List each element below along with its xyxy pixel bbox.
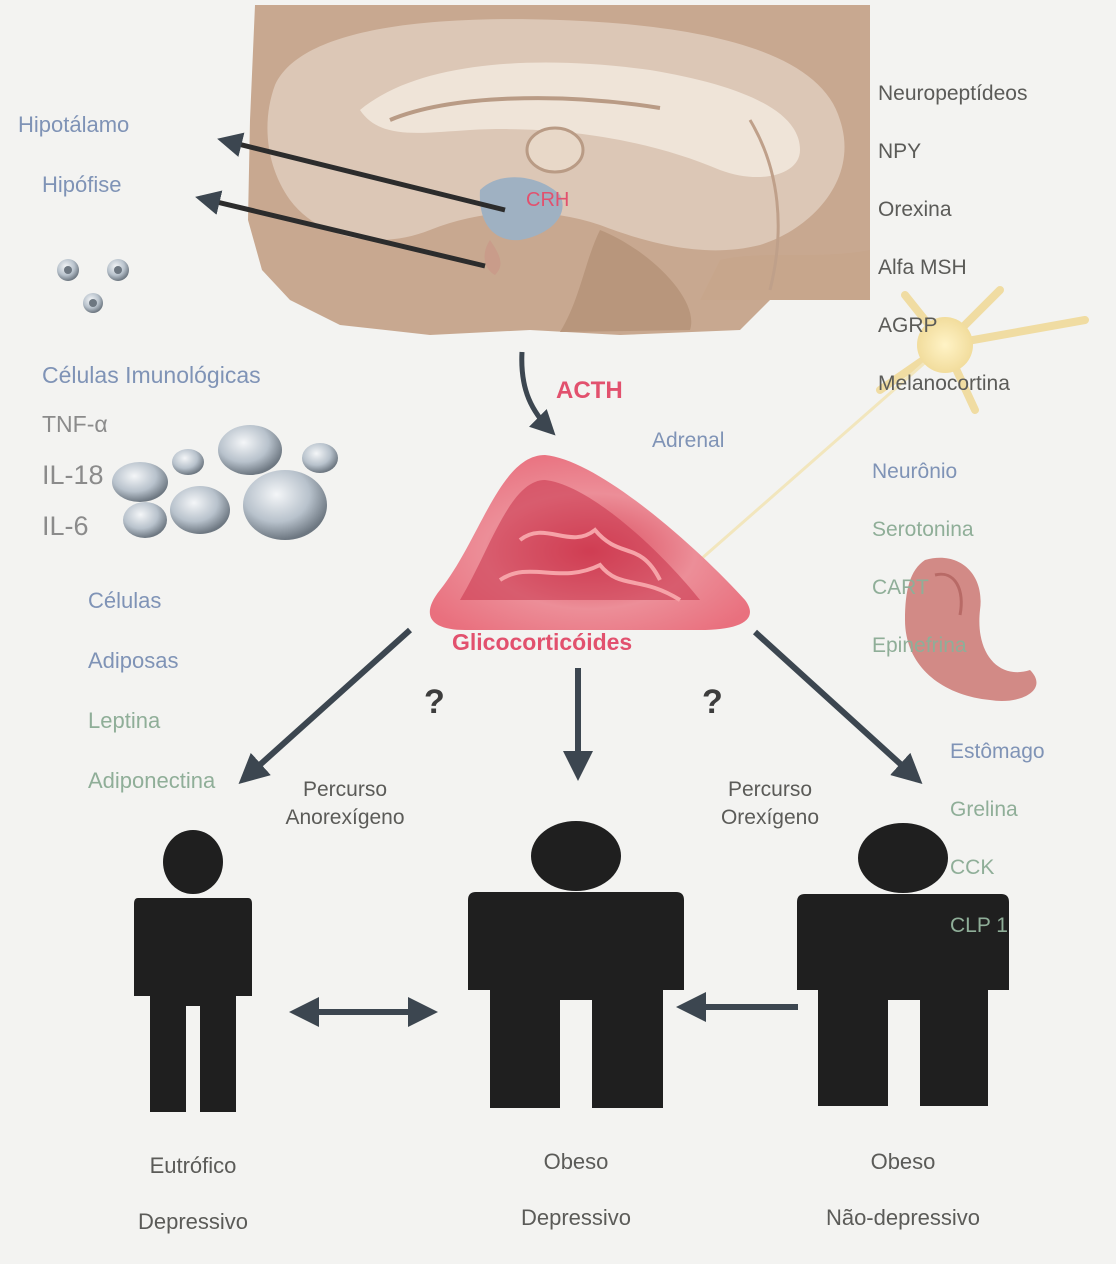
acth-arrow [522,352,552,432]
immune-item: IL-18 [42,459,261,491]
neuropeptide-item: AGRP [878,311,1027,340]
adipose-title-line1: Células [88,586,215,616]
person-caption-obese-nondepressed: Obeso Não-depressivo [788,1120,1018,1260]
person-caption-line1: Obeso [466,1148,686,1176]
immune-cells-title: Células Imunológicas [42,360,261,390]
adipose-item: Adiponectina [88,766,215,796]
adipose-item: Leptina [88,706,215,736]
acth-label: ACTH [556,376,623,405]
person-caption-line1: Obeso [788,1148,1018,1176]
person-caption-line2: Depressivo [466,1204,686,1232]
stomach-title: Estômago [950,737,1045,766]
anorexigenic-pathway-label: Percurso Anorexígeno [240,776,450,832]
person-caption-obese-depressed: Obeso Depressivo [466,1120,686,1260]
neuropeptides-title: Neuropeptídeos [878,79,1027,108]
adrenal-label: Adrenal [652,428,724,454]
pituitary-label: Hipófise [42,172,121,199]
neuropeptide-item: Melanocortina [878,369,1027,398]
question-mark-left: ? [424,682,445,723]
glucocorticoids-label: Glicocorticóides [452,628,632,656]
orexigenic-pathway-label: Percurso Orexígeno [670,776,870,832]
arrow-left-pathway [243,630,410,780]
stomach-item: CCK [950,853,1045,882]
stomach-list: Estômago Grelina CCK CLP 1 [950,708,1045,969]
person-caption-eutrophic: Eutrófico Depressivo [93,1124,293,1264]
neuron-item: CART [872,573,974,602]
question-mark-right: ? [702,682,723,723]
stomach-item: Grelina [950,795,1045,824]
person-caption-line2: Não-depressivo [788,1204,1018,1232]
stomach-item: CLP 1 [950,911,1045,940]
neuropeptide-item: Orexina [878,195,1027,224]
person-caption-line1: Eutrófico [93,1152,293,1180]
hypothalamus-label: Hipotálamo [18,112,129,139]
crh-label: CRH [526,188,569,212]
person-figure-obese-depressed [468,821,684,1108]
neuron-item: Serotonina [872,515,974,544]
neuropeptide-item: NPY [878,137,1027,166]
person-figure-eutrophic [134,830,252,1112]
immune-cells-list: Células Imunológicas TNF-α IL-18 IL-6 [42,340,261,562]
immune-item: TNF-α [42,409,261,439]
adrenal-gland-icon [430,455,750,630]
immune-item: IL-6 [42,510,261,542]
person-caption-line2: Depressivo [93,1208,293,1236]
neuron-item: Epinefrina [872,631,974,660]
adipose-list: Células Adiposas Leptina Adiponectina [88,556,215,826]
immune-cells-small-icon [57,259,129,313]
neuropeptides-list: Neuropeptídeos NPY Orexina Alfa MSH AGRP… [878,50,1027,427]
diagram-canvas: Hipotálamo Hipófise CRH Neuropeptídeos N… [0,0,1116,1184]
adipose-title-line2: Adiposas [88,646,215,676]
neuropeptide-item: Alfa MSH [878,253,1027,282]
neuron-title: Neurônio [872,457,974,486]
neuron-list: Neurônio Serotonina CART Epinefrina [872,428,974,689]
